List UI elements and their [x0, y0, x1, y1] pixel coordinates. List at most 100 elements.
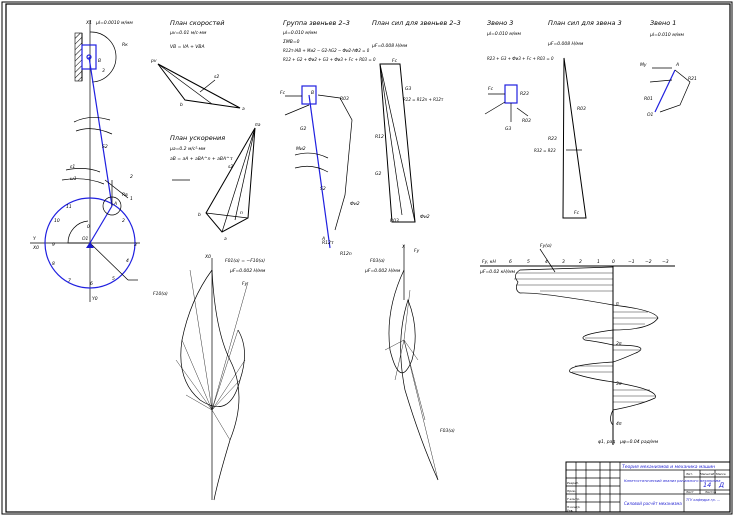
tick-4: 4	[545, 259, 548, 265]
link-1-scale: μl=0.010 м/мм	[649, 32, 685, 38]
tb-role-dev: Разраб.	[567, 481, 579, 485]
label-s2: S2	[102, 144, 108, 150]
tb-org: ТГУ кафедра гр. ...	[686, 498, 720, 502]
tick-m3: −3	[662, 259, 669, 265]
label-o1: O1	[82, 236, 89, 242]
tb-header-sheet: Лист	[685, 490, 694, 494]
acceleration-plan-title: План ускорения	[170, 134, 225, 142]
label-link3: 3	[102, 68, 105, 74]
graph-xlabel: φ1, рад	[598, 439, 615, 445]
pos-0: 0	[87, 224, 90, 230]
tb-role-check: Пров.	[567, 489, 576, 493]
label-fp-fi2: Фи2	[420, 214, 430, 220]
tick-m2: −2	[645, 259, 652, 265]
label-fp-g2: G2	[375, 171, 381, 177]
acceleration-plan-equation: aB = aA + aBA^n + aBA^τ	[170, 156, 233, 162]
pos-4: 4	[126, 258, 129, 264]
resistance-arc	[89, 31, 117, 83]
pos-7: 7	[68, 278, 71, 284]
mark-3pi: 3π	[616, 381, 622, 387]
crank	[89, 205, 113, 244]
pos-5: 5	[112, 276, 115, 282]
link-1-title: Звено 1	[650, 19, 676, 27]
label-vb: b	[180, 102, 183, 108]
acceleration-plan: План ускорения μa=0.2 м/с²·мм aB = aA + …	[169, 123, 261, 242]
tb-sheet-no: 14	[703, 481, 711, 489]
group-2-3-eq3: R12 + G2 + Фи2 + G3 + Фи3 + Fc + R03 = 0	[283, 57, 376, 62]
velocity-plan-equation: VB = VA + VBA	[170, 44, 205, 50]
force-plan-2-3-title: План сил для звеньев 2–3	[372, 19, 461, 27]
label-link2: 2	[130, 174, 133, 180]
mark-2pi: 2π	[616, 341, 622, 347]
hodograph-f03: X F03(α) μF=0.002 Н/мм F03(α) Fy	[364, 244, 455, 481]
label-r12n: R12n	[340, 251, 352, 257]
slider	[81, 44, 97, 70]
pos-9: 9	[52, 242, 55, 248]
tb-header-scale: Масштаб	[700, 472, 714, 476]
label-as2: s2	[228, 164, 233, 170]
tb-topic: Силовой расчёт механизма	[624, 501, 682, 506]
label-l1-o1: O1	[647, 112, 654, 118]
link-3-equation: R23 + G3 + Фи3 + Fc + R03 = 0	[487, 56, 554, 61]
acceleration-plan-scale: μa=0.2 м/с²·мм	[169, 146, 206, 152]
pos-2: 2	[122, 218, 125, 224]
link-3-scale: μl=0.010 м/мм	[486, 31, 522, 37]
graph-curve	[515, 266, 659, 426]
label-y: Y	[33, 236, 37, 242]
label-l1-a: A	[675, 62, 679, 68]
force-graph: Fy, кН μF=0.02 кН/мм Fy(α) φ1, рад μφ=0.…	[479, 243, 675, 445]
graph-xscale: μφ=0.04 рад/мм	[619, 439, 659, 445]
mark-pi: π	[616, 302, 619, 307]
graph-curve-label: Fy(α)	[540, 243, 552, 249]
label-va: a	[242, 107, 245, 112]
mark-4pi: 4π	[616, 421, 622, 427]
tick-6: 6	[509, 259, 512, 265]
label-h1-fy: Fy	[242, 281, 248, 287]
group-2-3-scale: μl=0.010 м/мм	[282, 30, 318, 36]
label-fc: Fc	[280, 90, 286, 96]
label-fp-r03: R03	[390, 218, 399, 224]
inner-frame	[5, 3, 731, 513]
hodograph-2-scale: μF=0.002 Н/мм	[364, 268, 401, 274]
graph-scale: μF=0.02 кН/мм	[479, 269, 516, 275]
force-plan-3-title: План сил для звена 3	[548, 19, 622, 27]
link-3-title: Звено 3	[487, 19, 513, 27]
wall-hatch	[74, 32, 83, 82]
velocity-plan-title: План скоростей	[170, 19, 225, 27]
force-plan-2-3-scale: μF=0.008 Н/мм	[371, 43, 408, 49]
label-a: A	[113, 201, 117, 207]
label-x1: X1	[85, 20, 92, 26]
graph-hatching	[514, 272, 658, 403]
label-pv: pv	[150, 59, 157, 64]
label-g2: G2	[300, 126, 306, 132]
tick-m1: −1	[628, 259, 635, 265]
velocity-plan-scale: μv=0.01 м/с·мм	[169, 30, 207, 36]
label-h2-fy: Fy	[414, 248, 420, 254]
label-x0: X0	[32, 245, 39, 251]
mechanism-diagram: X1 μl=0.0010 м/мм Y X0 Y0 O1 A B ω1 ε1 1…	[30, 20, 140, 302]
link-1: Звено 1 μl=0.010 м/мм Mу A O1 R21 R01	[640, 19, 697, 118]
label-fi2: Фи2	[350, 201, 360, 207]
label-rv: Rв	[122, 192, 128, 198]
tb-header-sheets: Листов	[704, 490, 716, 494]
hodograph-1-title: F01(α) = −F10(α)	[225, 258, 265, 264]
label-ab: b	[198, 212, 201, 218]
pos-11: 11	[66, 204, 72, 210]
label-fp-fc: Fc	[392, 58, 398, 64]
label-pi-a: πa	[255, 123, 261, 128]
label-y0: Y0	[92, 296, 98, 302]
label-l1-r21: R21	[688, 76, 697, 82]
force-plan-3: План сил для звена 3 μF=0.008 Н/мм Fc R0…	[534, 19, 622, 219]
tick-1: 1	[597, 259, 600, 265]
hodograph-1-rays	[175, 269, 249, 441]
label-h2-x: X	[401, 244, 406, 250]
label-an: n	[240, 211, 243, 216]
label-r03: R03	[340, 96, 349, 102]
label-aa: a	[224, 237, 227, 242]
tb-letter: Д	[718, 481, 724, 489]
label-l1-mu: Mу	[640, 62, 647, 68]
mechanism-scale: μl=0.0010 м/мм	[95, 20, 133, 26]
label-gs2: S2	[320, 186, 326, 192]
